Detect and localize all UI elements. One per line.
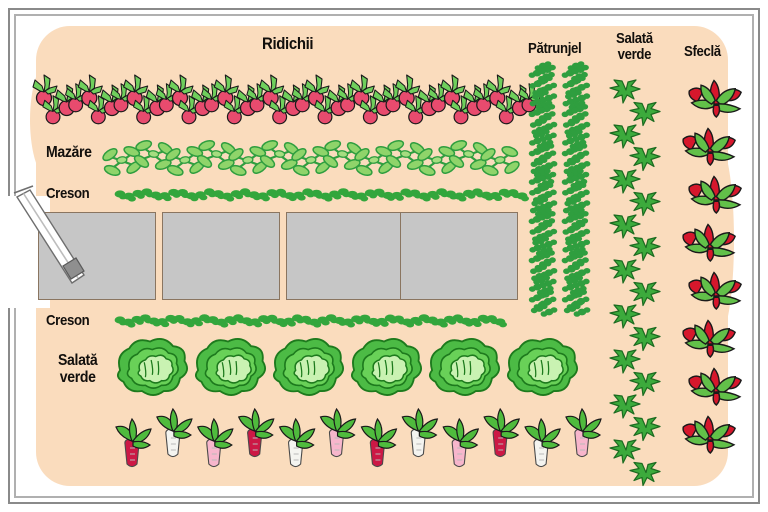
label-sfecla: Sfeclă <box>684 43 721 60</box>
label-salata-verde-right-line2: verde <box>617 45 652 63</box>
label-salata-verde-right: Salată verde <box>616 31 653 63</box>
bed-edge-bulge-left <box>30 60 70 180</box>
gray-bed-box <box>162 212 280 300</box>
label-creson-top: Creson <box>46 185 90 202</box>
label-salata-verde-left-line1: Salată <box>58 352 98 369</box>
label-mazare: Mazăre <box>46 144 92 161</box>
gray-bed-box <box>38 212 156 300</box>
label-patrunjel: Pătrunjel <box>528 40 582 57</box>
gray-bed-box <box>400 212 518 300</box>
label-salata-verde-left: Salată verde <box>58 352 98 387</box>
gray-bed-box <box>286 212 404 300</box>
label-creson-bottom: Creson <box>46 312 90 329</box>
label-ridichii: Ridichii <box>262 34 314 53</box>
label-salata-verde-right-line1: Salată <box>616 30 653 47</box>
frame-left-gap <box>4 196 26 308</box>
label-salata-verde-left-line2: verde <box>59 368 96 386</box>
bed-edge-bulge-right <box>700 140 734 340</box>
